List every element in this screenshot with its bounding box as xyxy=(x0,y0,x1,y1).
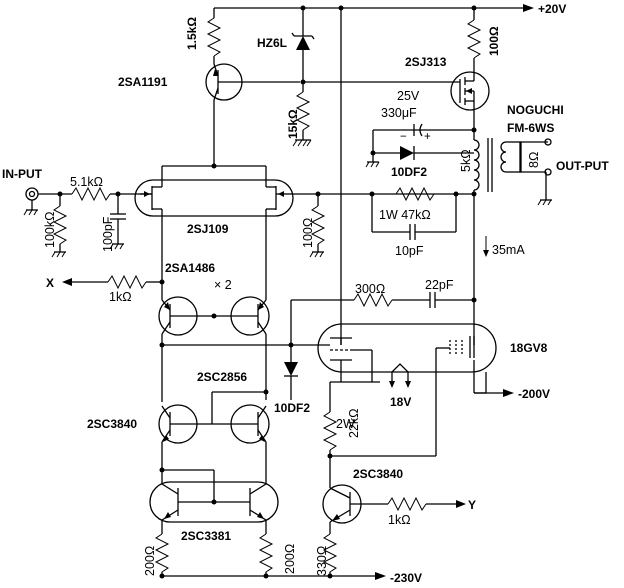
diode-10df2-top: 10DF2 xyxy=(365,130,474,179)
tube-18gv8: 18GV8 18V xyxy=(317,323,548,409)
y-label: Y xyxy=(468,498,476,512)
xfmr-primary-label: 5kΩ xyxy=(459,149,473,172)
pos-20v-rail: +20V xyxy=(214,2,566,16)
capacitor-10pf: 10pF xyxy=(371,194,457,258)
r-1w47k-label: 1W 47kΩ xyxy=(379,208,431,222)
c-100p-label: 100pF xyxy=(101,216,115,252)
r-1k-y-label: 1kΩ xyxy=(388,513,411,527)
resistor-15k: 15kΩ xyxy=(286,91,312,147)
plate-current: 35mA xyxy=(473,198,525,345)
cap-volt-label: 25V xyxy=(397,89,420,103)
r-15k-label: 15kΩ xyxy=(286,109,300,139)
capacitor-330uf: − + 25V 330μF xyxy=(373,89,477,143)
zener-hz6l: HZ6L xyxy=(257,5,315,92)
left-bus xyxy=(159,342,330,402)
heater-label: 18V xyxy=(390,395,411,409)
tube-label: 18GV8 xyxy=(510,341,548,355)
r-100-mid-label: 100Ω xyxy=(301,218,315,248)
transistor-2sc2856: 2SC2856 xyxy=(197,370,270,470)
transistor-2sa1486-right: 2SA1486 × 2 xyxy=(165,261,270,400)
q-2sa1486-label: 2SA1486 xyxy=(165,261,215,275)
r-1k5-label: 1.5kΩ xyxy=(185,17,199,50)
neg230-label: -230V xyxy=(390,571,422,585)
resistor-1k5: 1.5kΩ xyxy=(185,8,222,64)
diode-10df2-mid: 10DF2 xyxy=(274,300,310,415)
zener-label: HZ6L xyxy=(257,36,287,50)
x-output: X 1kΩ xyxy=(46,274,165,304)
c-10p-label: 10pF xyxy=(395,244,424,258)
mosfet-2sj313: 2SJ313 xyxy=(303,55,490,130)
capacitor-22pf: 22pF xyxy=(425,278,477,308)
r-100-top-label: 100Ω xyxy=(487,26,501,56)
resistor-5k1: 5.1kΩ xyxy=(70,175,152,202)
output-label: OUT-PUT xyxy=(556,159,609,173)
input-label: IN-PUT xyxy=(2,167,43,181)
bottom-connections xyxy=(159,573,269,579)
current-label: 35mA xyxy=(492,243,525,257)
transistor-2sc3840-right: 2SC3840 xyxy=(322,467,403,534)
q-2sc3381-label: 2SC3381 xyxy=(181,529,231,543)
neg-200v-rail: -200V xyxy=(473,360,550,401)
r-300-label: 300Ω xyxy=(355,282,385,296)
resistor-330: 330Ω xyxy=(315,533,338,579)
q-2sj109-label: 2SJ109 xyxy=(187,222,229,236)
diode-mid-label: 10DF2 xyxy=(274,401,310,415)
resistor-100-mid: 100Ω xyxy=(301,194,326,258)
xfmr-maker-label: NOGUCHI xyxy=(507,103,564,117)
r-1k-x-label: 1kΩ xyxy=(109,290,132,304)
transistor-2sa1486-left xyxy=(158,296,214,345)
q-2sa1191-label: 2SA1191 xyxy=(118,75,168,89)
feedback-line-right xyxy=(327,400,437,459)
cap-val-label: 330μF xyxy=(381,106,417,120)
resistor-300: 300Ω xyxy=(291,282,430,308)
diode-top-label: 10DF2 xyxy=(391,165,427,179)
svg-text:+: + xyxy=(424,131,431,143)
r-5k1-label: 5.1kΩ xyxy=(70,175,103,189)
q-2sj313-label: 2SJ313 xyxy=(405,55,447,69)
resistor-100-top: 100Ω xyxy=(466,5,501,70)
resistor-1w-47k: 1W 47kΩ xyxy=(369,186,459,222)
r-200-right-label: 200Ω xyxy=(283,544,297,574)
r-22k-label: 22kΩ xyxy=(347,409,361,439)
capacitor-100pf: 100pF xyxy=(101,191,126,252)
q-2sc2856-label: 2SC2856 xyxy=(197,370,247,384)
q-x2-label: × 2 xyxy=(214,278,232,292)
q-2sc3840-left-label: 2SC3840 xyxy=(87,417,137,431)
q-2sc3840-right-label: 2SC3840 xyxy=(353,467,403,481)
input-jack: IN-PUT xyxy=(2,167,72,216)
bus-line-center xyxy=(338,5,344,345)
transistor-2sc3840-left: 2SC3840 xyxy=(87,404,212,470)
c-22p-label: 22pF xyxy=(425,278,454,292)
transistor-2sc3381: 2SC3381 xyxy=(149,467,279,543)
resistor-200-left: 200Ω xyxy=(143,533,170,576)
r-100k-label: 100kΩ xyxy=(43,212,57,248)
svg-text:−: − xyxy=(400,131,407,143)
output-transformer: NOGUCHI FM-6WS 5kΩ 8Ω OUT-PUT xyxy=(459,103,609,206)
r-330-label: 330Ω xyxy=(315,546,329,576)
neg200-label: -200V xyxy=(518,387,550,401)
xfmr-model-label: FM-6WS xyxy=(507,121,554,135)
x-label: X xyxy=(46,276,54,290)
pos20-label: +20V xyxy=(538,2,566,16)
jfet-2sj109: 2SJ109 xyxy=(134,165,477,300)
r-2w-label: 2W xyxy=(336,417,355,431)
y-output: Y 1kΩ xyxy=(387,496,476,527)
xfmr-secondary-label: 8Ω xyxy=(527,152,541,168)
r-200-left-label: 200Ω xyxy=(143,546,157,576)
resistor-100k: 100kΩ xyxy=(43,191,68,258)
resistor-200-right: 200Ω xyxy=(258,533,297,576)
transistor-2sa1191: 2SA1191 xyxy=(118,63,300,169)
